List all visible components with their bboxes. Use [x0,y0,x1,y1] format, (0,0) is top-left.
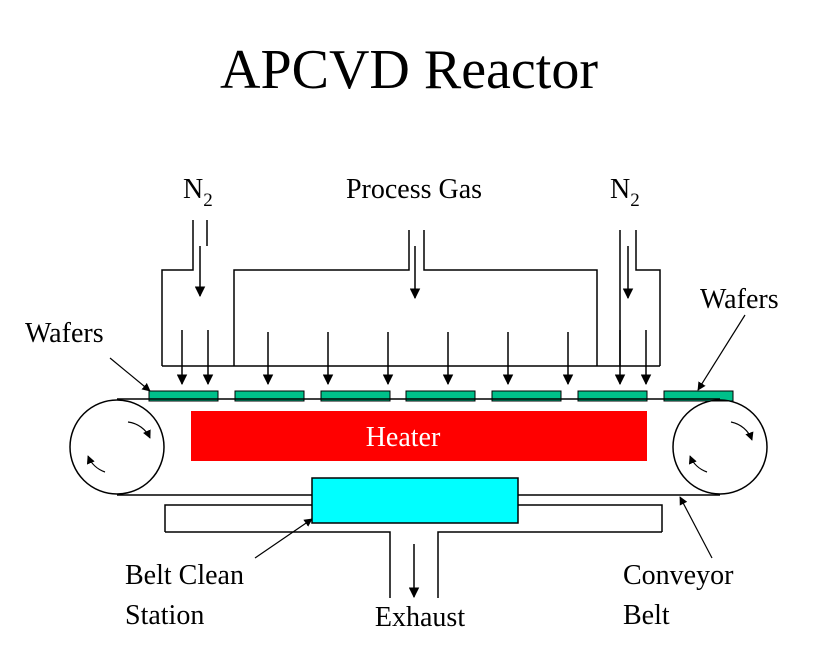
wafers-left-label: Wafers [25,318,104,349]
belt-clean-station [311,477,519,524]
wafer [663,390,734,402]
wafer [234,390,305,402]
wafers-right-label: Wafers [700,284,779,315]
left-roller [69,399,165,495]
process-gas-label: Process Gas [346,174,482,205]
n2-left-label: N2 [183,174,213,211]
heater [191,411,647,461]
heater-label: Heater [366,422,441,453]
wafers-left-leader [109,357,151,392]
conveyor-belt-leader [679,496,713,559]
conveyor-belt-label-line2: Belt [623,600,670,631]
gas-manifold [161,220,661,367]
wafers [148,390,734,402]
exhaust-duct [164,504,663,599]
belt-clean-label-line1: Belt Clean [125,560,244,591]
right-roller [672,399,768,495]
page-title: APCVD Reactor [220,39,598,101]
wafer [577,390,648,402]
exhaust-label: Exhaust [375,602,465,633]
wafers-right-leader [697,314,746,391]
gas-arrows [176,330,652,386]
wafer [405,390,476,402]
wafer [148,390,219,402]
wafer [491,390,562,402]
belt-clean-label-line2: Station [125,600,204,631]
belt-clean-leader [254,518,313,559]
wafer [320,390,391,402]
conveyor-belt-label-line1: Conveyor [623,560,734,591]
n2-right-label: N2 [610,174,640,211]
